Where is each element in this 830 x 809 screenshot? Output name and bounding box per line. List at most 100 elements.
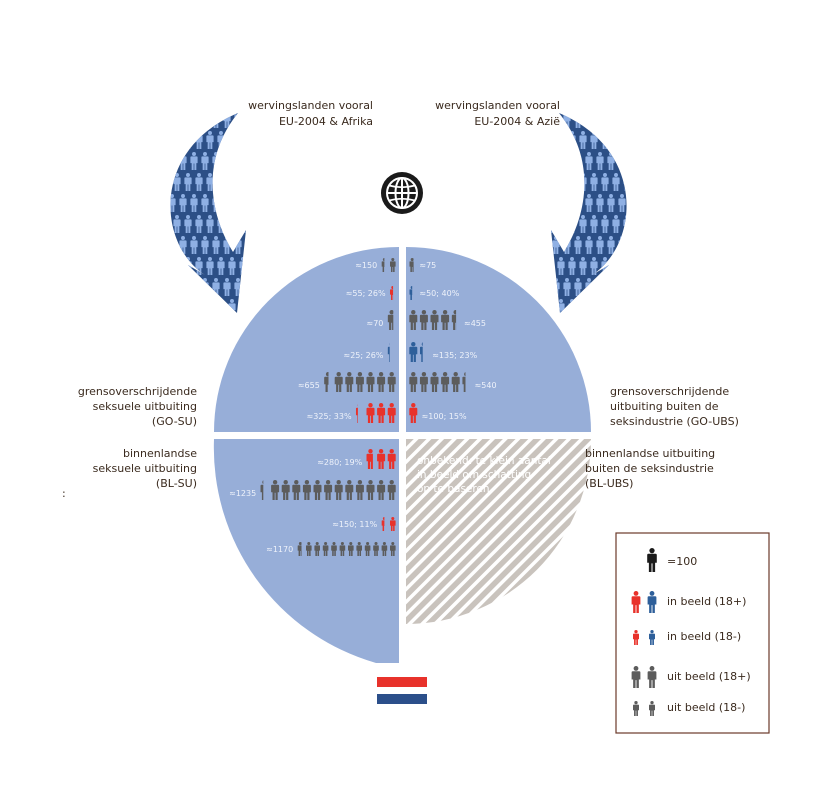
person-icon <box>409 310 418 330</box>
person-icon <box>190 194 198 212</box>
person-icon <box>612 131 620 149</box>
row-count-label: ≈1170 <box>266 545 293 554</box>
row-count-label: ≈325; 33% <box>307 412 352 421</box>
person-icon <box>387 310 394 330</box>
person-icon <box>640 110 647 128</box>
person-icon <box>146 236 153 254</box>
person-icon <box>585 236 593 254</box>
person-icon <box>201 113 209 128</box>
person-icon <box>541 278 548 296</box>
person-icon <box>217 257 225 275</box>
quadrant-go-su <box>214 247 399 432</box>
person-icon <box>366 403 375 423</box>
person-icon <box>381 258 385 272</box>
label-go-ubs-line3: seksindustrie (GO-UBS) <box>610 415 739 428</box>
person-icon <box>647 591 657 613</box>
person-icon <box>250 131 257 149</box>
person-icon <box>387 449 396 469</box>
person-icon <box>551 257 554 275</box>
person-icon <box>366 449 373 469</box>
globe-icon <box>381 172 423 214</box>
unknown-line1: onbekend: te klein aantal <box>417 455 551 467</box>
person-icon <box>201 194 209 212</box>
person-icon <box>568 257 576 275</box>
person-icon <box>568 215 576 233</box>
unknown-line3: op te baseren <box>417 483 490 495</box>
row-count-label: ≈1235 <box>229 489 256 498</box>
person-icon <box>151 131 158 149</box>
row-count-label: ≈100; 15% <box>422 412 467 421</box>
person-icon <box>596 278 604 296</box>
person-icon <box>607 194 615 212</box>
person-icon <box>634 257 641 275</box>
person-icon <box>223 152 231 170</box>
person-icon <box>223 278 231 296</box>
person-icon <box>195 215 203 233</box>
person-icon <box>217 299 225 313</box>
person-icon <box>170 236 176 254</box>
person-icon <box>645 215 652 233</box>
person-icon <box>201 152 209 170</box>
person-icon <box>170 113 176 128</box>
person-icon <box>306 542 312 556</box>
person-icon <box>623 257 627 275</box>
person-icon <box>271 480 280 500</box>
person-icon <box>596 113 604 128</box>
person-icon <box>146 152 153 170</box>
person-icon <box>387 480 396 500</box>
person-icon <box>585 113 593 128</box>
person-icon <box>297 542 302 556</box>
person-icon <box>184 131 192 149</box>
label-go-su-line1: grensoverschrijdende <box>78 385 197 398</box>
row-count-label: ≈55; 26% <box>346 289 386 298</box>
person-icon <box>377 403 386 423</box>
quadrant-bl-ubs-unknown <box>406 439 591 624</box>
person-icon <box>162 131 169 149</box>
person-icon <box>430 310 439 330</box>
person-icon <box>430 372 439 392</box>
person-icon <box>579 299 587 313</box>
person-icon <box>245 282 246 296</box>
person-icon <box>173 299 181 313</box>
person-icon <box>173 173 181 191</box>
person-icon <box>151 257 158 275</box>
person-icon <box>629 236 636 254</box>
rows-go-su: ≈150 ≈55; 26% ≈70 ≈25; 26% ≈655 ≈325; 33% <box>298 258 396 423</box>
person-icon <box>339 542 346 556</box>
person-icon <box>634 131 641 149</box>
person-icon <box>601 215 609 233</box>
legend-out-adult: uit beeld (18+) <box>667 670 751 683</box>
legend-in-adult: in beeld (18+) <box>667 595 746 608</box>
person-icon <box>184 173 192 191</box>
person-icon <box>441 372 450 392</box>
row-count-label: ≈655 <box>298 381 320 390</box>
person-icon <box>601 173 609 191</box>
row-count-label: ≈150 <box>355 261 377 270</box>
person-icon <box>292 480 301 500</box>
recruitment-right-line1: wervingslanden vooral <box>435 99 560 112</box>
person-icon <box>146 278 153 296</box>
person-icon <box>387 403 396 423</box>
row-count-label: ≈25; 26% <box>343 351 383 360</box>
person-icon <box>228 257 236 275</box>
person-icon <box>190 152 198 170</box>
person-icon <box>390 258 396 272</box>
row-count-label: ≈50; 40% <box>419 289 459 298</box>
person-icon <box>162 299 169 317</box>
person-icon <box>574 152 582 170</box>
person-icon <box>557 215 565 233</box>
unknown-line2: in beeld om schatting <box>417 469 531 481</box>
person-icon <box>234 113 242 128</box>
person-icon <box>419 342 423 362</box>
person-icon <box>390 542 396 556</box>
row-count-label: ≈70 <box>367 319 384 328</box>
person-icon <box>151 173 158 191</box>
label-go-su-line3: (GO-SU) <box>152 415 197 428</box>
legend: =100 in beeld (18+) in beeld (18-) uit b… <box>615 532 770 734</box>
person-icon <box>157 110 164 128</box>
person-icon <box>585 152 593 170</box>
person-icon <box>640 278 647 296</box>
person-icon <box>377 449 386 469</box>
person-icon <box>618 152 626 170</box>
label-go-ubs-line2: uitbuiting buiten de <box>610 400 719 413</box>
